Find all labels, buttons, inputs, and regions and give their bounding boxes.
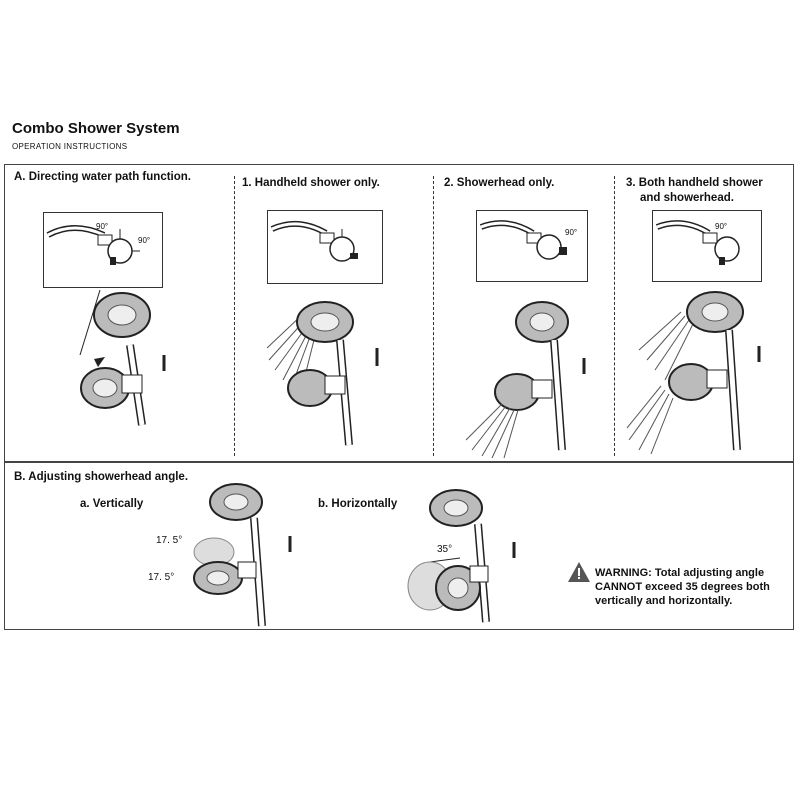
column-divider — [614, 176, 615, 456]
section-b-label: B. Adjusting showerhead angle. — [14, 471, 189, 483]
section-b-panel — [4, 462, 794, 630]
angle-horizontal-label: 35° — [437, 544, 453, 555]
angle-label: 90° — [96, 222, 108, 231]
diverter-detail-box: 90° — [652, 210, 762, 282]
warning-message: WARNING: Total adjusting angle CANNOT ex… — [595, 566, 785, 608]
diverter-detail-box — [267, 210, 383, 284]
angle-label: 90° — [715, 222, 727, 231]
section-a-panel — [4, 164, 794, 462]
shower-head-icon — [193, 483, 292, 627]
shower-head-icon — [407, 489, 516, 623]
diverter-detail-box: 90° — [476, 210, 588, 282]
column-1-label: 1. Handheld shower only. — [242, 177, 380, 189]
shower-head-icon — [465, 301, 586, 459]
page-subtitle: OPERATION INSTRUCTIONS — [12, 142, 128, 151]
page-title: Combo Shower System — [12, 120, 180, 137]
angle-label: 90° — [138, 236, 150, 245]
column-divider — [433, 176, 434, 456]
column-2-label: 2. Showerhead only. — [444, 177, 555, 189]
diverter-valve-icon: 90° — [479, 220, 577, 260]
angle-label: 90° — [565, 228, 577, 237]
warning-heading: WARNING: — [595, 567, 652, 579]
vertical-label: a. Vertically — [80, 498, 144, 510]
diverter-detail-box: 90° 90° — [43, 212, 163, 288]
horizontal-label: b. Horizontally — [318, 498, 398, 510]
column-3-label-line1: 3. Both handheld shower — [626, 177, 763, 189]
shower-head-icon — [626, 291, 761, 455]
angle-down-label: 17. 5° — [148, 572, 175, 583]
column-3-label-line2: and showerhead. — [640, 192, 734, 204]
handheld-shower-icon — [266, 301, 379, 446]
angle-up-label: 17. 5° — [156, 535, 183, 546]
column-divider — [234, 176, 235, 456]
diverter-valve-icon: 90° — [655, 220, 740, 265]
diverter-valve-icon: 90° 90° — [46, 222, 150, 265]
warning-body: Total adjusting angle CANNOT exceed 35 d… — [595, 567, 770, 607]
warning-triangle-icon — [568, 562, 590, 582]
section-a-label: A. Directing water path function. — [14, 171, 191, 183]
diverter-valve-icon — [270, 220, 358, 262]
shower-head-icon — [79, 289, 166, 426]
